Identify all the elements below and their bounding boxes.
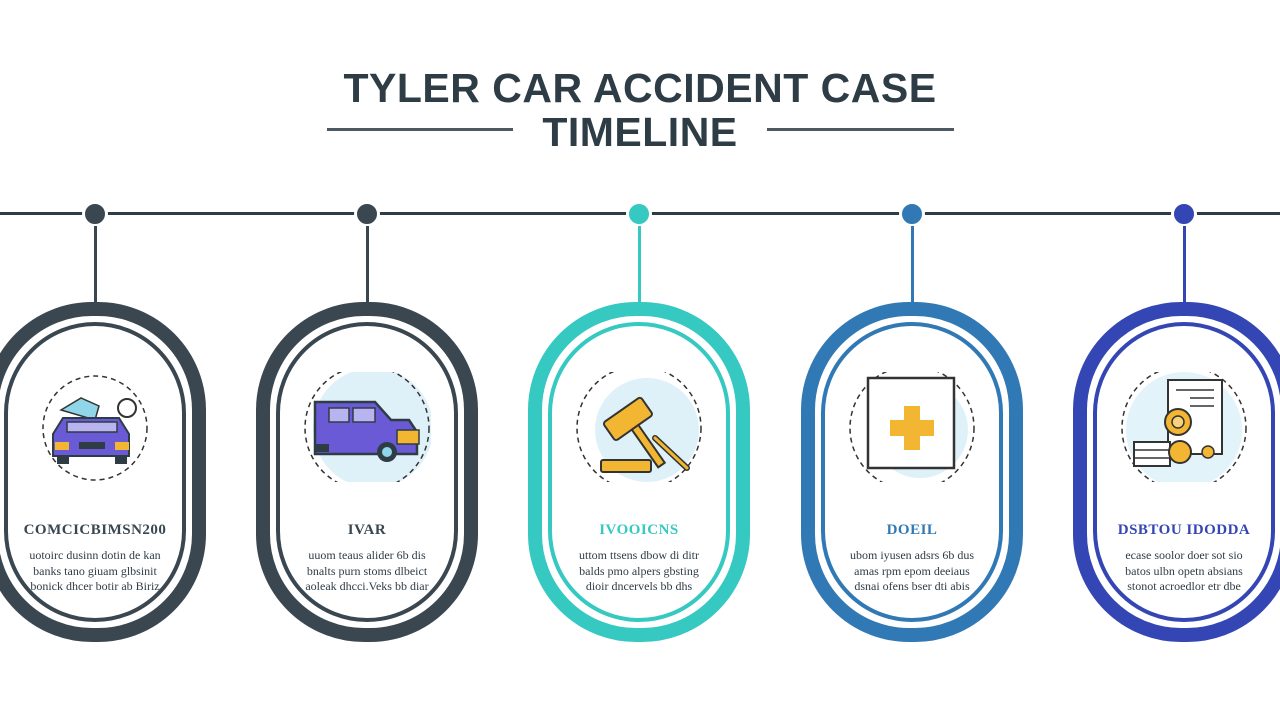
- page-title: TYLER CAR ACCIDENT CASE: [343, 65, 937, 111]
- card-body-line: uotoirc dusinn dotin de kan: [29, 548, 161, 562]
- card-body-line: bonick dhcer botir ab Biriz: [30, 579, 160, 593]
- timeline-stem-3: [637, 226, 641, 302]
- page-title-line-2: TIMELINE: [542, 109, 738, 155]
- card-heading: IVAR: [347, 522, 387, 538]
- timeline-stem-5: [1182, 226, 1186, 302]
- timeline-node-2: [354, 201, 380, 227]
- card-body-line: uuom teaus alider 6b dis: [308, 548, 426, 562]
- card-heading: DOEIL: [886, 522, 938, 538]
- card-body-line: banks tano giuam glbsinit: [33, 563, 157, 578]
- timeline-stem-4: [910, 226, 914, 302]
- card-body-line: amas rpm epom deeiaus: [854, 563, 970, 578]
- card-body-line: ubom iyusen adsrs 6b dus: [850, 548, 974, 562]
- timeline-node-3: [626, 201, 652, 227]
- card-body-line: uttom ttsens dbow di ditr: [579, 548, 699, 562]
- timeline-node-1: [82, 201, 108, 227]
- medical-cross-icon: [848, 365, 976, 491]
- card-body-line: balds pmo alpers gbsting: [579, 563, 699, 578]
- damaged-car-icon: [31, 372, 159, 482]
- card-body-line: dioir dncervels bb dhs: [585, 579, 693, 593]
- documents-coins-icon: [1120, 365, 1248, 491]
- card-body-line: bnalts purn stoms dlbeict: [306, 563, 428, 578]
- car-crash-icon: [303, 365, 433, 491]
- card-body-line: aoleak dhcci.Veks bb diar: [305, 579, 429, 593]
- card-inner-frame: COMCICBIMSN200 uotoirc dusinn dotin de ka…: [4, 322, 186, 622]
- gavel-icon: [575, 365, 703, 491]
- title-rule-right: [767, 128, 954, 131]
- timeline-node-5: [1171, 201, 1197, 227]
- card-heading: COMCICBIMSN200: [23, 522, 167, 538]
- timeline-stem-2: [365, 226, 369, 302]
- card-body-line: dsnai ofens bser dti abis: [854, 579, 970, 593]
- card-body-line: ecase soolor doer sot sio: [1125, 548, 1243, 562]
- timeline-stem-1: [93, 226, 97, 302]
- title-rule-left: [327, 128, 513, 131]
- card-heading: IVOOICNS: [599, 522, 679, 538]
- card-body-line: batos ulbn opetn absians: [1125, 563, 1243, 578]
- card-heading: DSBTOU IDODDA: [1117, 522, 1251, 538]
- timeline-node-4: [899, 201, 925, 227]
- timeline-card-1: COMCICBIMSN200 uotoirc dusinn dotin de ka…: [0, 302, 206, 642]
- card-body-line: stonot acroedlor etr dbe: [1127, 579, 1241, 593]
